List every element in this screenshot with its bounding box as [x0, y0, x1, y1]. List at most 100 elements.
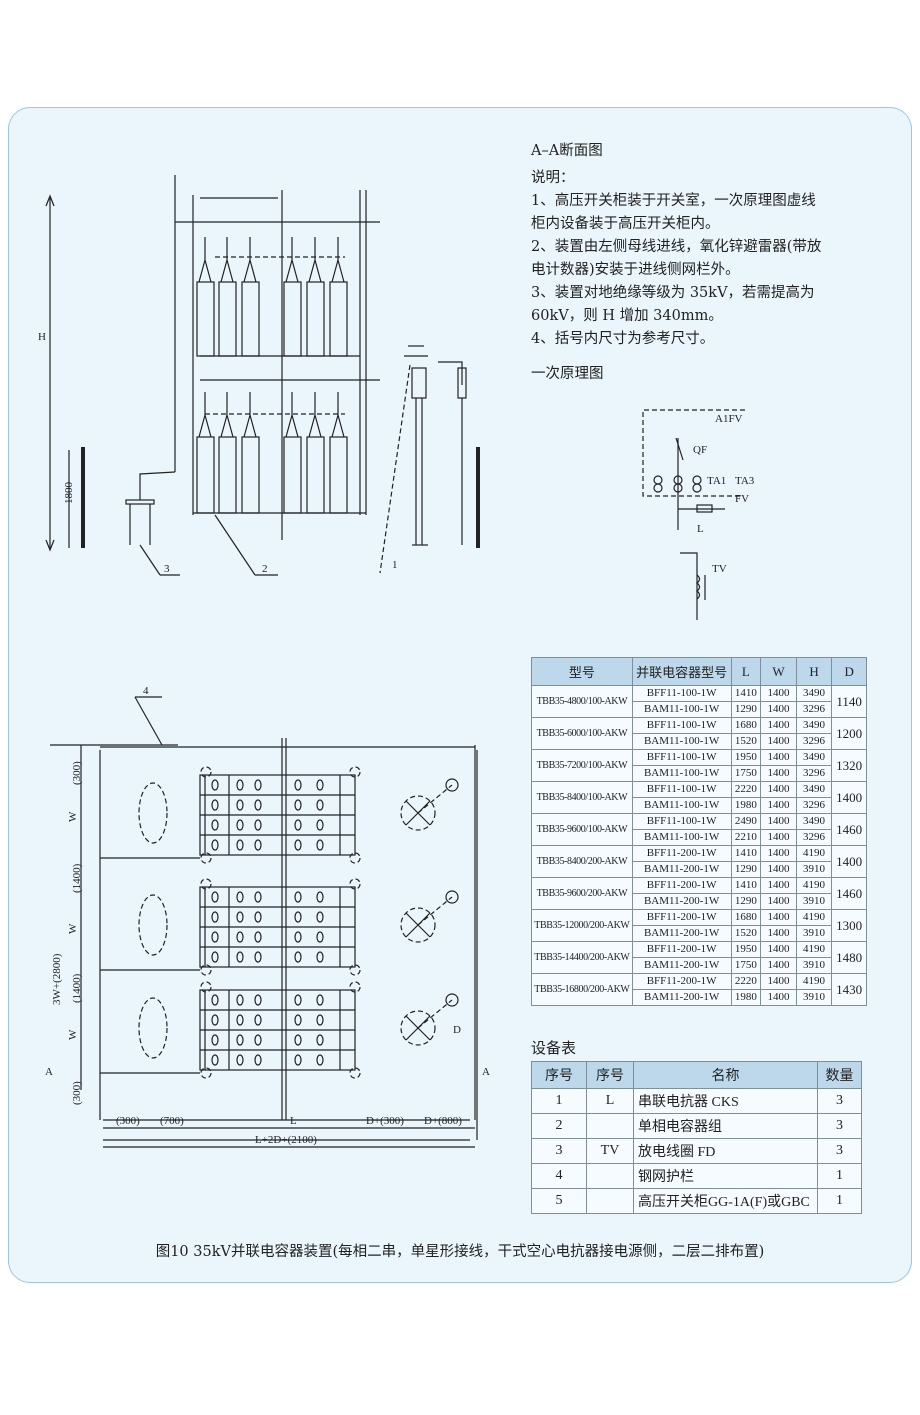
insulator-icon	[445, 993, 459, 1007]
l-cell: 1520	[730, 733, 762, 750]
d-cell: 1460	[831, 877, 867, 910]
capacitor-model-cell: BAM11-100-1W	[631, 797, 732, 814]
l-cell: 1750	[730, 765, 762, 782]
w-cell: 1400	[760, 957, 797, 974]
notes-block: A–A断面图 说明： 1、高压开关柜装于开关室，一次原理图虚线 柜内设备装于高压…	[531, 140, 871, 386]
name-cell: 钢网护栏	[633, 1163, 818, 1189]
l-cell: 1980	[730, 797, 762, 814]
column-header: W	[760, 657, 797, 686]
h-cell: 3490	[795, 781, 833, 798]
symbol-cell	[586, 1113, 634, 1139]
model-cell: TBB35-6000/100-AKW	[531, 717, 633, 750]
w-cell: 1400	[760, 749, 797, 766]
insulator-icon	[445, 890, 459, 904]
w-cell: 1400	[760, 909, 797, 926]
reactor-coil-icon	[400, 1010, 436, 1046]
l-cell: 1680	[730, 717, 762, 734]
model-cell: TBB35-8400/200-AKW	[531, 845, 633, 878]
capacitor-terminal	[254, 1034, 262, 1046]
h-cell: 3490	[795, 717, 833, 734]
w-cell: 1400	[760, 973, 797, 990]
model-cell: TBB35-4800/100-AKW	[531, 685, 633, 718]
label-tv: TV	[712, 563, 727, 575]
h-cell: 3490	[795, 685, 833, 702]
model-cell: TBB35-9600/200-AKW	[531, 877, 633, 910]
label-gap-1400-2: (1400)	[71, 973, 83, 1003]
h-cell: 4190	[795, 941, 833, 958]
index-cell: 1	[531, 1088, 587, 1114]
capacitor-terminal	[316, 799, 324, 811]
capacitor-terminal	[211, 994, 219, 1006]
capacitor-unit	[241, 281, 260, 357]
l-cell: 2220	[730, 973, 762, 990]
insulator-icon	[285, 259, 299, 283]
capacitor-terminal	[211, 1054, 219, 1066]
name-cell: 单相电容器组	[633, 1113, 818, 1139]
capacitor-model-cell: BAM11-100-1W	[631, 701, 732, 718]
w-cell: 1400	[760, 877, 797, 894]
w-cell: 1400	[760, 829, 797, 846]
capacitor-terminal	[236, 839, 244, 851]
w-cell: 1400	[760, 765, 797, 782]
l-cell: 2490	[730, 813, 762, 830]
model-cell: TBB35-14400/200-AKW	[531, 941, 633, 974]
capacitor-model-cell: BFF11-100-1W	[631, 717, 732, 734]
capacitor-model-cell: BFF11-200-1W	[631, 845, 732, 862]
capacitor-terminal	[254, 1054, 262, 1066]
model-cell: TBB35-8400/100-AKW	[531, 781, 633, 814]
capacitor-terminal	[294, 779, 302, 791]
w-cell: 1400	[760, 941, 797, 958]
capacitor-model-cell: BAM11-100-1W	[631, 829, 732, 846]
index-cell: 4	[531, 1163, 587, 1189]
index-cell: 2	[531, 1113, 587, 1139]
w-cell: 1400	[760, 781, 797, 798]
capacitor-terminal	[294, 931, 302, 943]
label-item-4: 4	[143, 685, 149, 697]
note-line: 电计数器)安装于进线侧网栏外。	[531, 262, 740, 278]
insulator-icon	[220, 259, 234, 283]
h-cell: 3910	[795, 925, 833, 942]
reactor-outline	[138, 894, 168, 956]
note-line: 3、装置对地绝缘等级为 35kV，若需提高为	[531, 285, 815, 301]
reactor-coil-icon	[400, 795, 436, 831]
d-cell: 1460	[831, 813, 867, 846]
w-cell: 1400	[760, 685, 797, 702]
quantity-cell: 3	[817, 1113, 862, 1139]
capacitor-terminal	[316, 994, 324, 1006]
capacitor-model-cell: BAM11-100-1W	[631, 765, 732, 782]
reactor-coil-icon	[400, 907, 436, 943]
l-cell: 2220	[730, 781, 762, 798]
l-cell: 1290	[730, 893, 762, 910]
capacitor-terminal	[236, 1034, 244, 1046]
capacitor-terminal	[211, 779, 219, 791]
note-line: 4、括号内尺寸为参考尺寸。	[531, 331, 715, 347]
equipment-table-title: 设备表	[531, 1039, 577, 1057]
l-cell: 1410	[730, 845, 762, 862]
label-d-300: D+(300)	[366, 1115, 404, 1127]
capacitor-terminal	[236, 779, 244, 791]
w-cell: 1400	[760, 717, 797, 734]
note-line: 1、高压开关柜装于开关室，一次原理图虚线	[531, 193, 816, 209]
arrow-icon	[45, 194, 55, 207]
name-cell: 放电线圈 FD	[633, 1138, 818, 1164]
quantity-cell: 3	[817, 1138, 862, 1164]
capacitor-terminal	[254, 994, 262, 1006]
index-cell: 5	[531, 1188, 587, 1214]
h-cell: 3490	[795, 749, 833, 766]
label-bot-300: (300)	[71, 1081, 83, 1105]
column-header: 序号	[531, 1061, 587, 1089]
label-a1fv: A1FV	[715, 413, 743, 425]
capacitor-terminal	[236, 1014, 244, 1026]
column-header: 型号	[531, 657, 633, 686]
d-cell: 1300	[831, 909, 867, 942]
capacitor-terminal	[316, 1014, 324, 1026]
capacitor-model-cell: BAM11-200-1W	[631, 957, 732, 974]
